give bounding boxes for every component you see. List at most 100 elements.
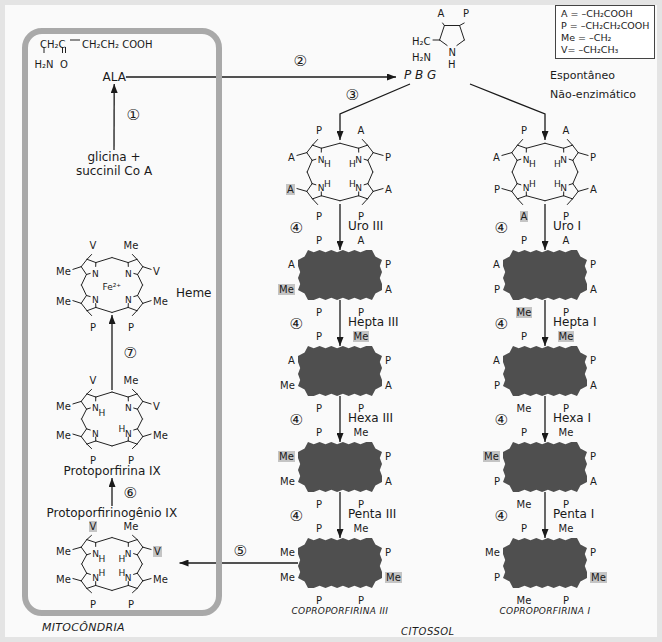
label-holder: P [521, 422, 527, 440]
nitrogen-atom: N [523, 183, 530, 193]
bond-line [364, 184, 368, 185]
substituent: P [316, 427, 322, 438]
bond-line [368, 145, 374, 152]
substituent: A [385, 476, 392, 487]
porphyrin-intermediate: Hepta III [298, 250, 382, 300]
substituent: P [521, 523, 527, 534]
label-holder: A [288, 350, 295, 368]
substituent: Me [56, 296, 71, 307]
bond-line [143, 401, 151, 404]
label-holder: P [316, 120, 322, 138]
pbg-atom: H₂C [412, 36, 431, 47]
hydrogen-atom: H [554, 179, 561, 189]
label-holder: H [349, 153, 356, 171]
bond-line [132, 254, 137, 259]
label-holder: P [463, 3, 469, 21]
substituent: Me [56, 430, 71, 441]
substituent: Me [559, 427, 574, 438]
label-holder: Hepta I [553, 315, 596, 329]
label-holder: H [324, 173, 331, 191]
substituent: P [563, 211, 569, 222]
edge-label: ③ [346, 86, 359, 104]
hydrogen-atom: H [99, 568, 106, 578]
bond-line [567, 199, 572, 205]
label-holder: P [494, 179, 500, 197]
label-holder: P [521, 230, 527, 248]
bond-line [128, 543, 129, 547]
label-holder: MITOCÔNDRIA [42, 620, 125, 635]
porphyrin-intermediate: Hexa I [503, 346, 587, 396]
legend-line: A = –CH₂COOH [561, 8, 649, 20]
label-holder: P [521, 120, 527, 138]
label-holder: Me [56, 261, 71, 279]
bond-line [82, 564, 87, 573]
nitrogen-atom: N [318, 155, 325, 165]
macrocycle-fill [298, 346, 382, 396]
substituent: P [316, 211, 322, 222]
substituent: Me [280, 547, 295, 558]
substituent: A [358, 235, 365, 246]
bond-line [368, 184, 373, 192]
bond-line [87, 259, 96, 262]
bond-line [95, 543, 96, 547]
bond-line [82, 555, 87, 564]
structure-name: Hexa I [553, 411, 591, 425]
label-holder: N [92, 567, 99, 585]
substituent: P [316, 307, 322, 318]
bond-line [87, 573, 91, 574]
label-holder: A [385, 471, 392, 489]
label-holder: A [385, 179, 392, 197]
label-holder: ④ [288, 410, 305, 429]
structure-name: COPROPORFIRINA III [292, 604, 389, 618]
bond-line [313, 145, 322, 148]
edge-label: ④ [290, 411, 303, 429]
bond-line [132, 444, 137, 449]
label-holder: Me [56, 291, 71, 309]
label-holder: N [355, 149, 362, 167]
label-holder: A [438, 3, 445, 21]
bond-line [312, 159, 316, 160]
label-holder: H₂N [412, 47, 431, 65]
label-holder: A [358, 120, 365, 138]
label-holder: P [590, 446, 596, 464]
porphyrin-intermediate: Penta III [298, 442, 382, 492]
label-holder: N [449, 42, 456, 60]
bond-line [137, 419, 142, 429]
hydrogen-atom: H [99, 554, 106, 564]
label-holder: A [286, 179, 295, 197]
porphyrin-shape [298, 346, 382, 396]
substituent: Me [590, 572, 607, 583]
label-holder: P [563, 494, 569, 512]
label-holder: ④ [493, 410, 510, 429]
bond-line [128, 441, 137, 444]
bond-line [137, 401, 142, 409]
label-holder: Hepta III [348, 315, 399, 329]
label-holder: P [563, 206, 569, 224]
substituent: Me [354, 427, 369, 438]
label-holder: Me [517, 590, 532, 608]
substituent: Me [124, 375, 139, 386]
substituent: Me [153, 574, 168, 585]
label-holder: P B G [404, 68, 436, 82]
substituent: Me [485, 547, 500, 558]
label-holder: P [90, 317, 96, 335]
bond-line [73, 267, 81, 270]
bond-line [128, 263, 129, 267]
bond-line [87, 389, 92, 394]
bond-line [573, 153, 578, 161]
bond-line [112, 585, 128, 590]
porphyrin-intermediate: Hepta I [503, 250, 587, 300]
label-holder: P [128, 450, 134, 468]
bond-line [517, 159, 521, 160]
label-holder: N [92, 543, 99, 561]
substituent: Me [278, 451, 295, 462]
substituent: P [494, 184, 500, 195]
label-holder: H [98, 402, 105, 420]
pathway-arrow [544, 204, 545, 250]
pathway-arrow [126, 76, 396, 77]
label-holder: V [153, 541, 162, 559]
bond-line [87, 408, 91, 409]
label-holder: Me [124, 235, 139, 253]
bond-line [87, 307, 96, 310]
nitrogen-atom: N [125, 429, 132, 439]
